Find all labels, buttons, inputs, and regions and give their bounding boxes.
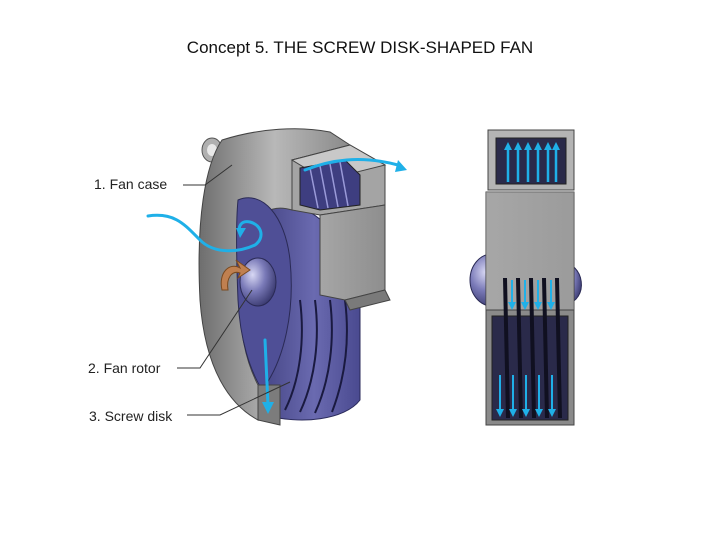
inlet-airflow-arrow <box>146 213 263 253</box>
label-fan-case: 1. Fan case <box>94 176 168 192</box>
diagram-title: Concept 5. THE SCREW DISK-SHAPED FAN <box>186 38 534 57</box>
leader-line-screw-disk <box>187 381 291 416</box>
fan-rotor <box>239 257 277 307</box>
inlet-arrowhead-icon <box>236 228 246 238</box>
outlet-arrowhead-icon <box>395 160 407 172</box>
label-fan-rotor: 2. Fan rotor <box>88 360 161 376</box>
leader-line-fan-case <box>183 164 233 186</box>
screw-disk-section <box>503 277 562 419</box>
fan-3d-view <box>146 128 407 426</box>
section-arrowheads-up <box>504 142 560 150</box>
leader-line-fan-rotor <box>177 289 253 369</box>
airflow-arrows <box>146 158 400 407</box>
section-arrowheads-down <box>496 302 556 417</box>
exhaust-airflow-arrow <box>263 338 270 407</box>
outlet-airflow-arrow <box>303 158 400 172</box>
label-screw-disk: 3. Screw disk <box>89 408 173 424</box>
leader-lines <box>177 164 291 416</box>
section-airflow-down <box>499 280 553 412</box>
section-airflow-up <box>506 146 558 182</box>
exhaust-arrowhead-icon <box>262 402 274 414</box>
rotation-arrow-icon <box>220 259 251 291</box>
fan-cross-section <box>469 129 582 426</box>
